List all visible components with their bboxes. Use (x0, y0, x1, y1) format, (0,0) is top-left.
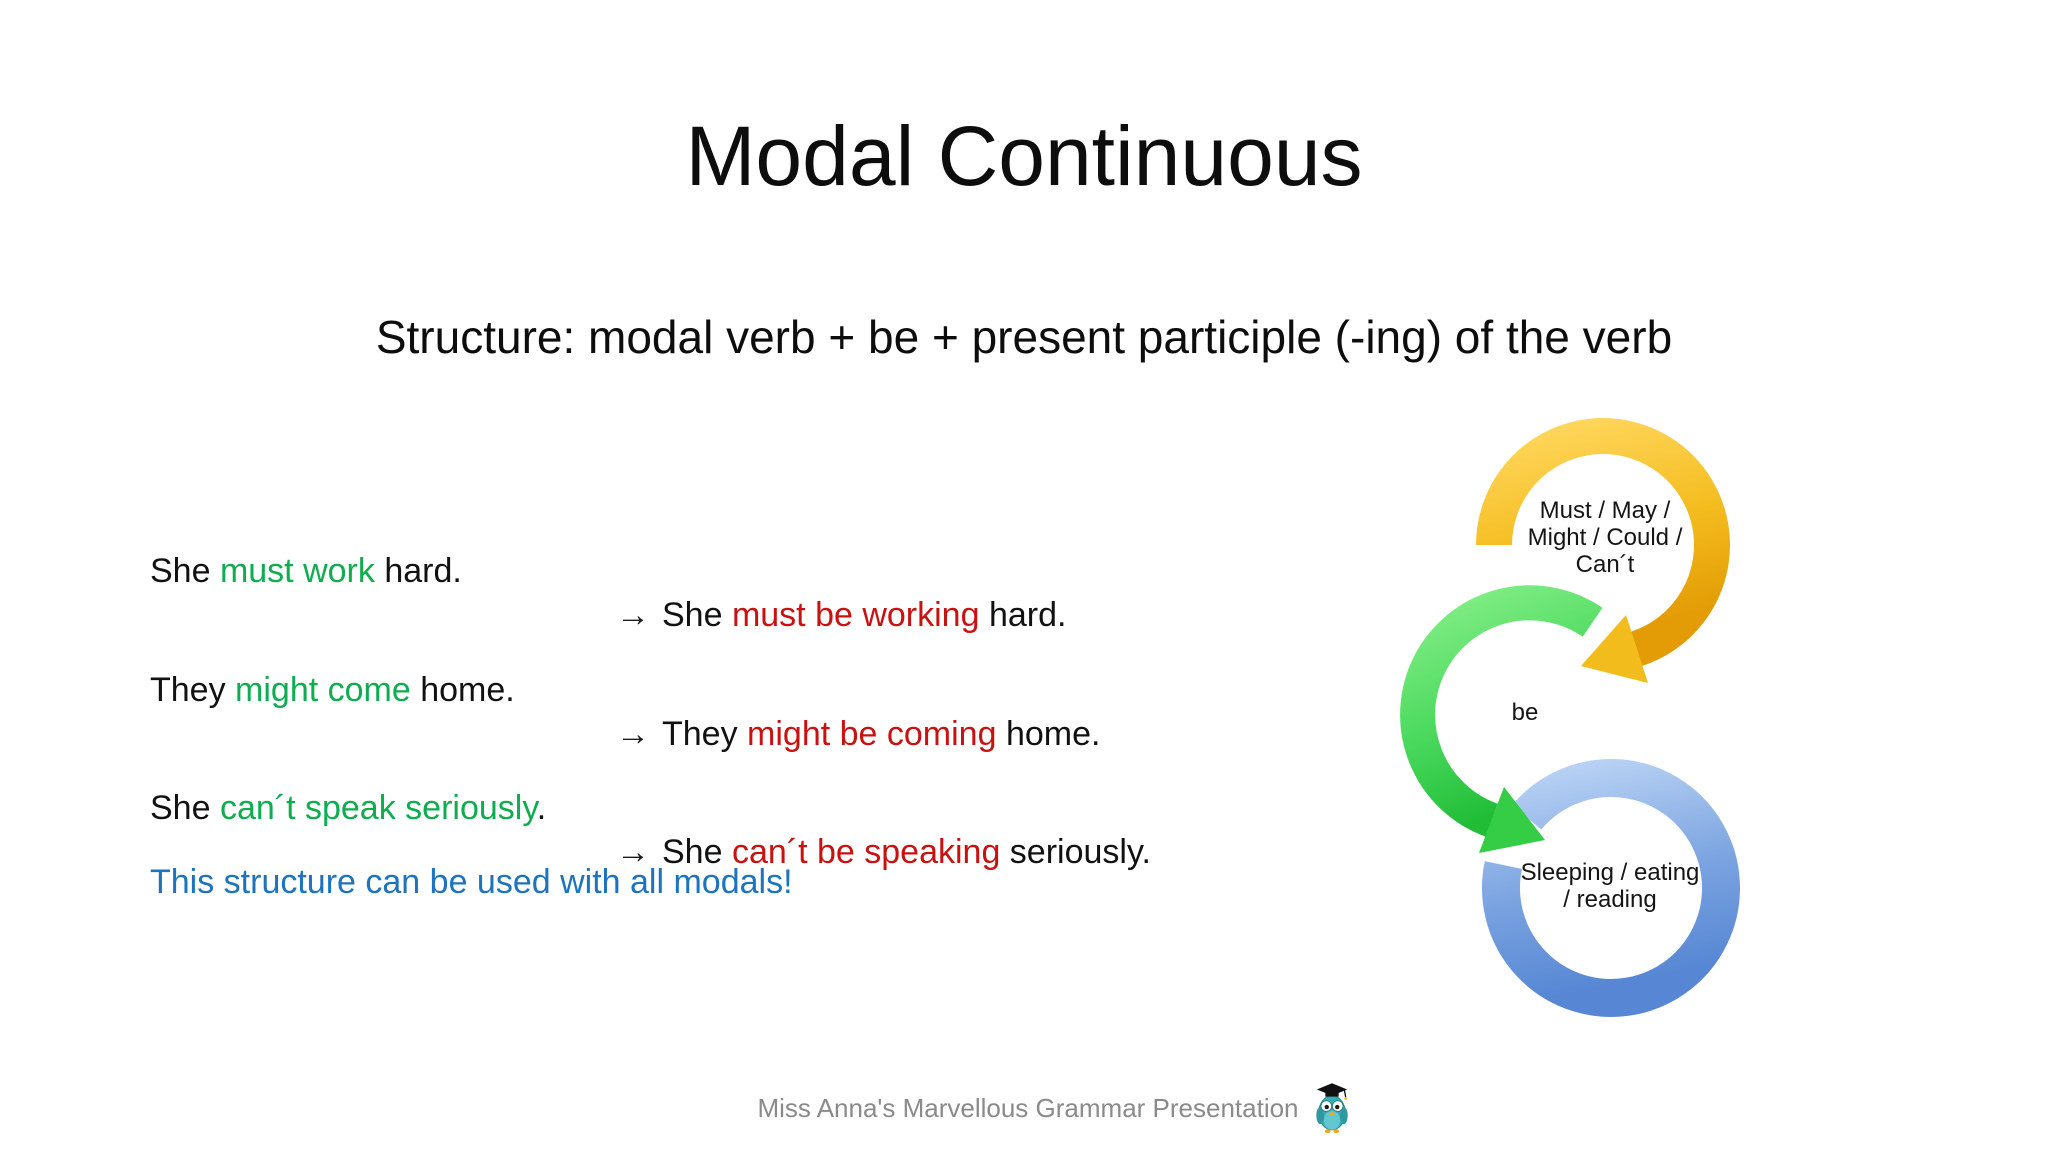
example-1-left-pre: She (150, 552, 220, 590)
modals-ring-arrow (1476, 418, 1730, 683)
right-arrow-glyph: → (616, 715, 650, 753)
example-2-right-post: home. (996, 715, 1101, 753)
right-arrow-glyph: → (616, 833, 650, 871)
modals-label-line2: Might / Could / (1527, 524, 1683, 551)
example-3-result: → She can´t be speaking seriously. (616, 830, 1151, 874)
example-row-1: She must work hard. → She must be working… (0, 505, 2048, 681)
example-3-source: She can´t speak seriously. (150, 786, 546, 830)
gerunds-label-line1: Sleeping / eating (1520, 859, 1700, 886)
be-ring-arrow (1400, 585, 1603, 853)
example-3-right-verb: can´t be speaking (731, 833, 1001, 871)
example-3-left-pre: She (150, 789, 220, 827)
example-3-right-post: seriously. (1000, 833, 1151, 871)
gerunds-ring-arrow (1482, 758, 1740, 1017)
example-1-left-post: hard. (374, 552, 462, 590)
example-1-right-pre: She (662, 596, 732, 634)
example-3-right-pre: She (662, 833, 732, 871)
example-2-right-pre: They (662, 715, 748, 753)
example-row-2: They might come home. → They might be com… (0, 624, 2048, 800)
modal-continuous-cycle-diagram (1400, 418, 1740, 1017)
note-all-modals: This structure can be used with all moda… (150, 863, 793, 901)
example-3-left-post: . (536, 789, 547, 827)
example-3-left-verb: can´t speak seriously (219, 789, 537, 827)
example-1-left-verb: must work (219, 552, 375, 590)
modals-label-line3: Can´t (1575, 551, 1635, 578)
footer: Miss Anna's Marvellous Grammar Presentat… (0, 1080, 2048, 1136)
right-arrow-glyph: → (616, 596, 650, 634)
example-row-3: She can´t speak seriously. → She can´t be… (0, 742, 2048, 918)
gerunds-label-line2: / reading (1563, 886, 1657, 913)
example-1-right-post: hard. (979, 596, 1067, 634)
slide-title: Modal Continuous (685, 109, 1363, 203)
example-2-result: → They might be coming home. (616, 712, 1100, 756)
modals-ring-label: Must / May / Might / Could / Can´t (1480, 497, 1730, 578)
be-ring-label: be (1511, 699, 1539, 726)
structure-line: Structure: modal verb + be + present par… (375, 311, 1673, 363)
owl-graduate-icon (1315, 1083, 1348, 1134)
example-1-source: She must work hard. (150, 549, 462, 593)
example-1-result: → She must be working hard. (616, 593, 1066, 637)
example-2-left-verb: might come (235, 671, 411, 709)
footer-credit-text: Miss Anna's Marvellous Grammar Presentat… (757, 1092, 1299, 1123)
modals-label-line1: Must / May / (1539, 497, 1671, 524)
gerunds-ring-label: Sleeping / eating / reading (1485, 859, 1735, 913)
example-2-left-post: home. (410, 671, 515, 709)
example-2-source: They might come home. (150, 668, 515, 712)
example-2-left-pre: They (150, 671, 236, 709)
example-1-right-verb: must be working (731, 596, 980, 634)
example-2-right-verb: might be coming (747, 715, 997, 753)
